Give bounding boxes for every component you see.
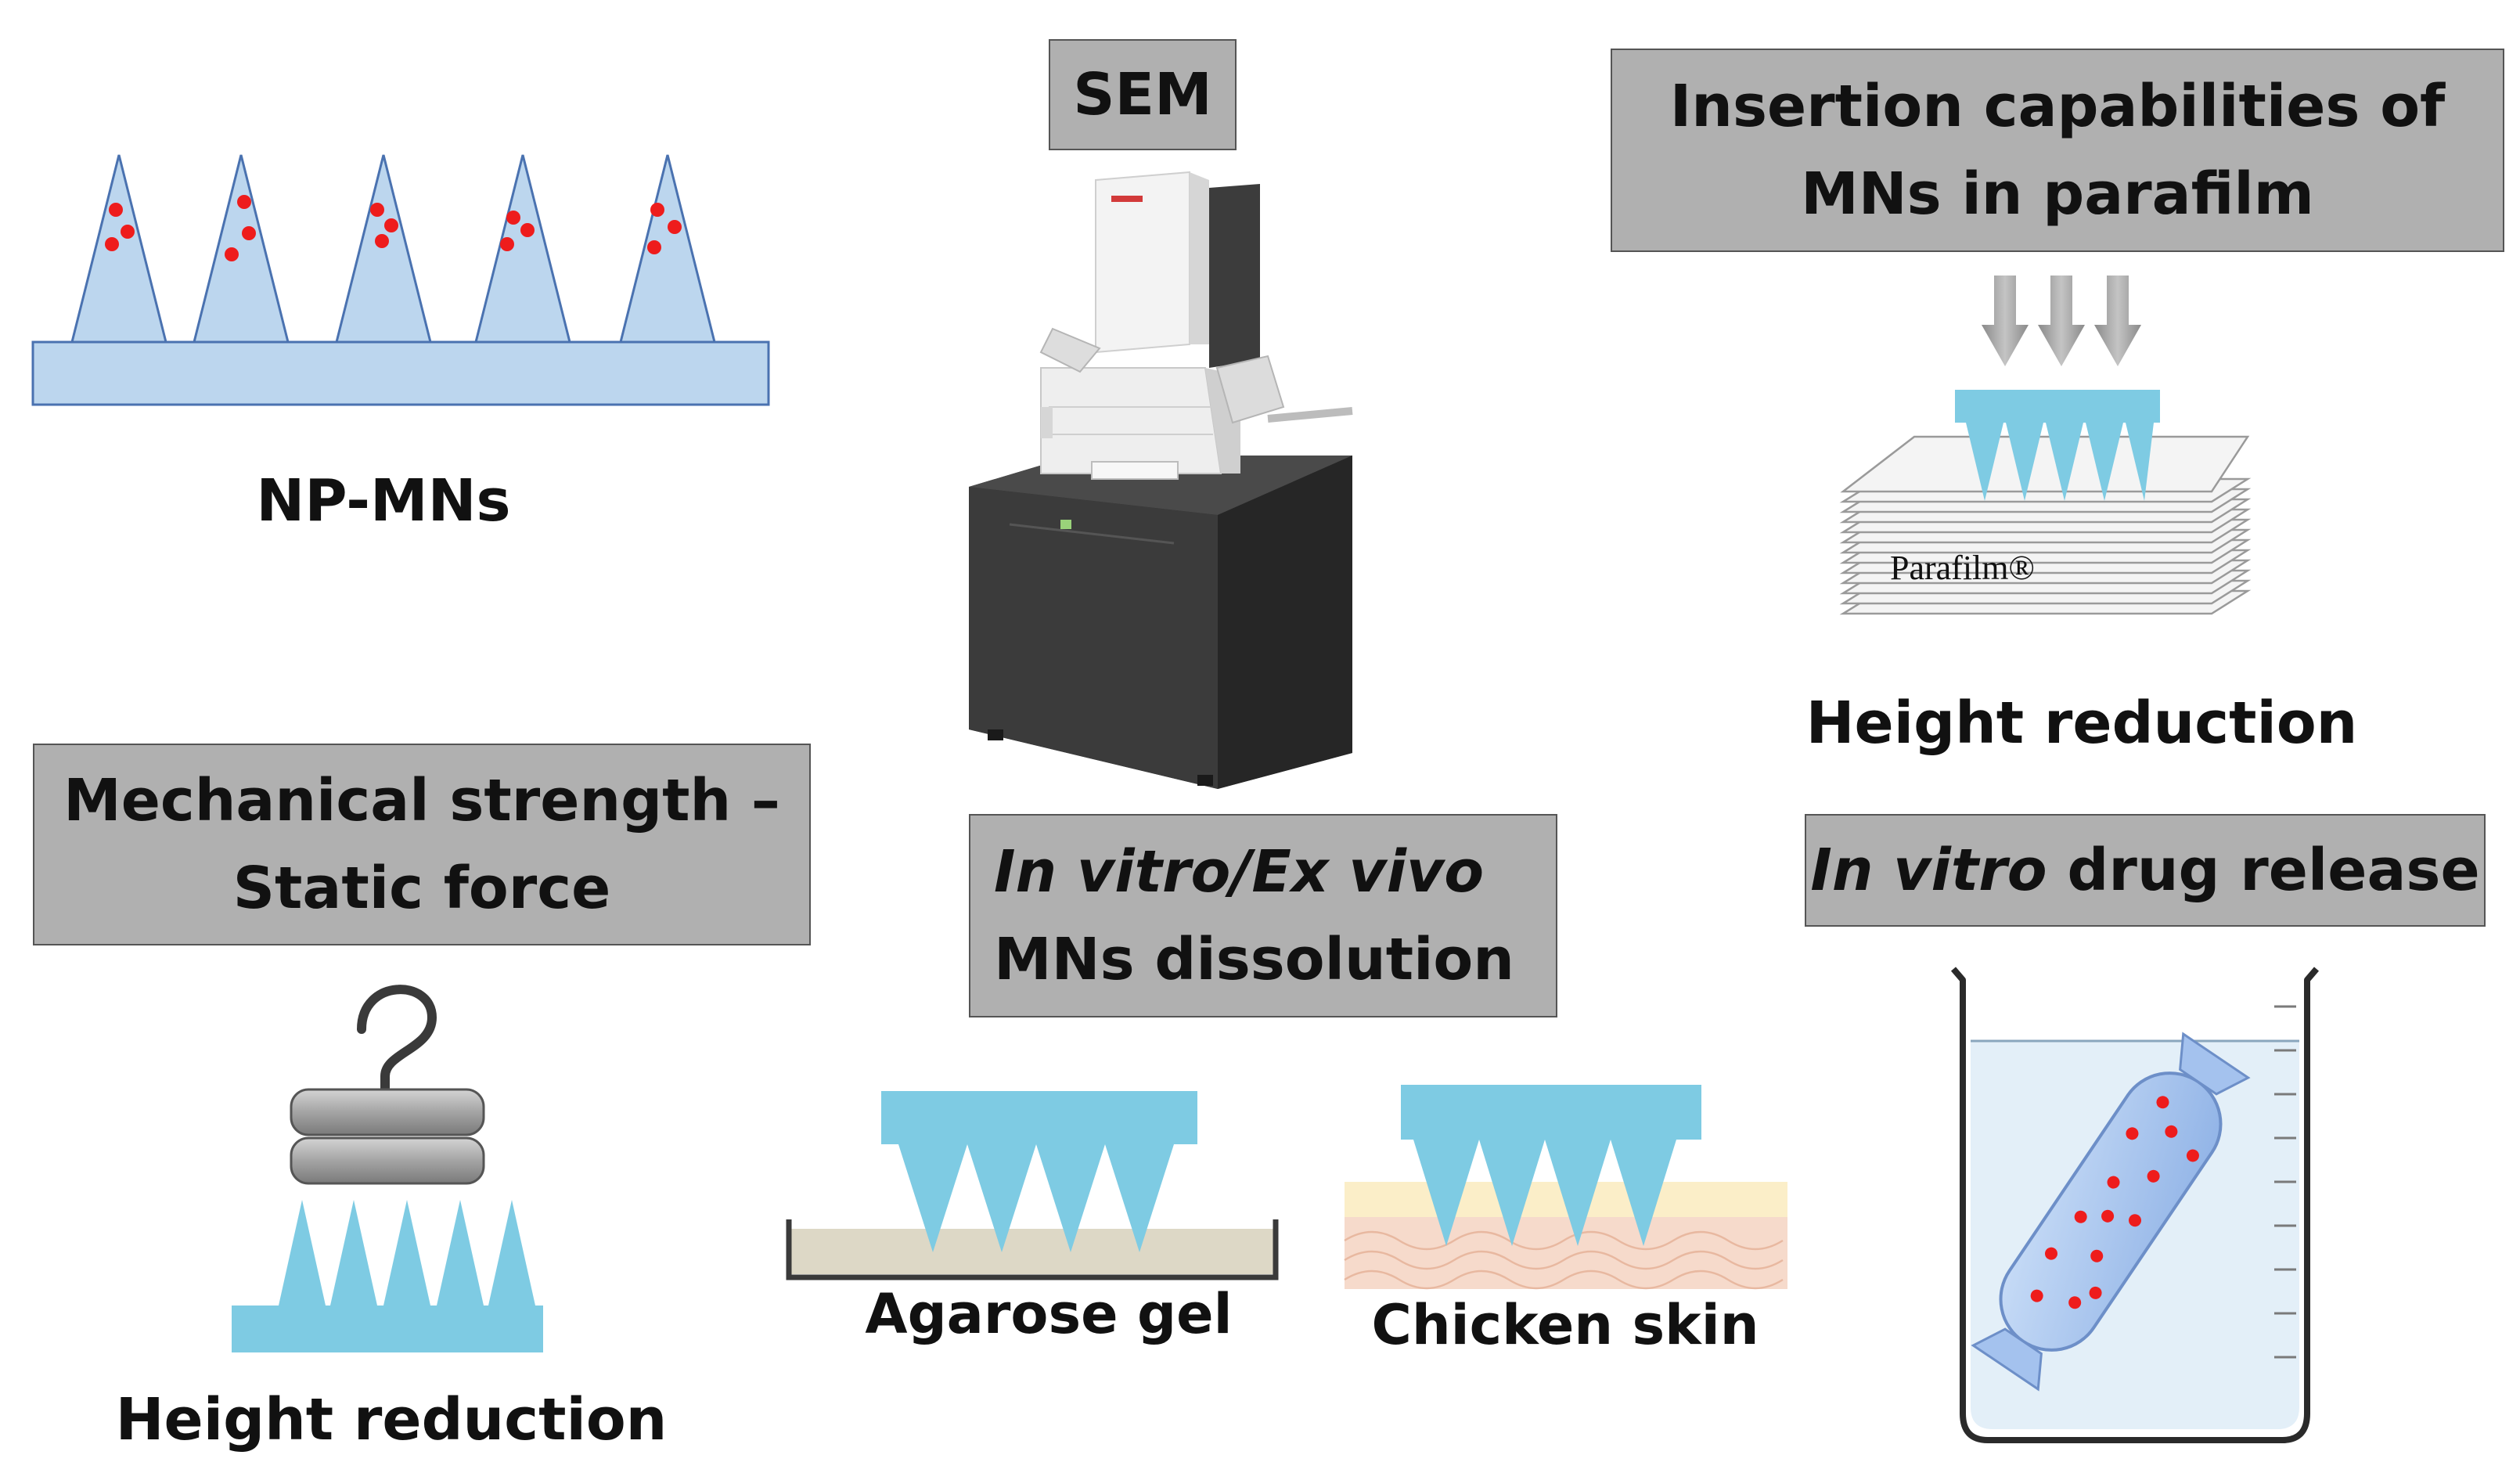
microneedle	[335, 154, 432, 344]
mn-patch	[881, 1091, 1197, 1252]
dissolution-title-box: In vitro/Ex vivo MNs dissolution	[969, 814, 1557, 1017]
mechanical-title-box: Mechanical strength – Static force	[33, 744, 811, 945]
chicken-skin-diagram	[1344, 1085, 1787, 1290]
mn-baseplate	[31, 340, 770, 406]
release-title-italic: In vitro	[1810, 837, 2047, 904]
dissolution-title-line2: MNs dissolution	[994, 926, 1514, 993]
mechanical-result-label: Height reduction	[115, 1386, 668, 1453]
parafilm-insertion-diagram: Parafilm®	[1839, 276, 2252, 615]
release-title-rest: drug release	[2047, 837, 2480, 904]
mechanical-title-line2: Static force	[232, 855, 611, 922]
downward-arrows	[1982, 276, 2141, 366]
nanoparticles	[105, 195, 682, 261]
insertion-title-line1: Insertion capabilities of	[1669, 73, 2446, 140]
agarose-gel-label: Agarose gel	[865, 1282, 1233, 1346]
agarose-gel-diagram	[786, 1091, 1279, 1280]
np-mns-label: NP-MNs	[256, 467, 511, 535]
microneedle	[474, 154, 571, 344]
parafilm-label: Parafilm®	[1890, 549, 2035, 587]
inserted-mn-patch	[1955, 390, 2160, 501]
insertion-title-box: Insertion capabilities of MNs in parafil…	[1611, 49, 2504, 252]
microneedle	[193, 154, 290, 344]
release-title-box: In vitro drug release	[1805, 814, 2486, 927]
sem-title: SEM	[1073, 61, 1212, 128]
parafilm-stack	[1839, 435, 2252, 615]
weight-disc	[290, 1088, 485, 1136]
beaker-outline	[1950, 967, 2320, 1443]
flattened-mn-patch	[232, 1200, 543, 1352]
insertion-title-line2: MNs in parafilm	[1801, 160, 2314, 228]
mechanical-title-line1: Mechanical strength –	[63, 767, 780, 834]
dissolution-title-line1: In vitro/Ex vivo	[994, 838, 1485, 906]
dialysis-bag	[1971, 1032, 2251, 1392]
drug-release-beaker	[1950, 967, 2320, 1443]
agarose-gel	[789, 1229, 1276, 1274]
microneedle	[70, 154, 167, 344]
sem-instrument-image	[969, 171, 1353, 789]
gel-dish	[786, 1219, 1279, 1280]
weight-disc	[290, 1136, 485, 1185]
weight-hook	[357, 985, 437, 1097]
beaker-graduations	[2274, 1005, 2296, 1359]
static-force-diagram	[232, 985, 543, 1352]
microneedle	[619, 154, 716, 344]
insertion-result-label: Height reduction	[1805, 690, 2358, 757]
chicken-skin-label: Chicken skin	[1371, 1293, 1759, 1357]
np-microneedle-array	[31, 154, 770, 406]
sem-title-box: SEM	[1049, 39, 1237, 150]
mn-patch	[1401, 1085, 1701, 1246]
